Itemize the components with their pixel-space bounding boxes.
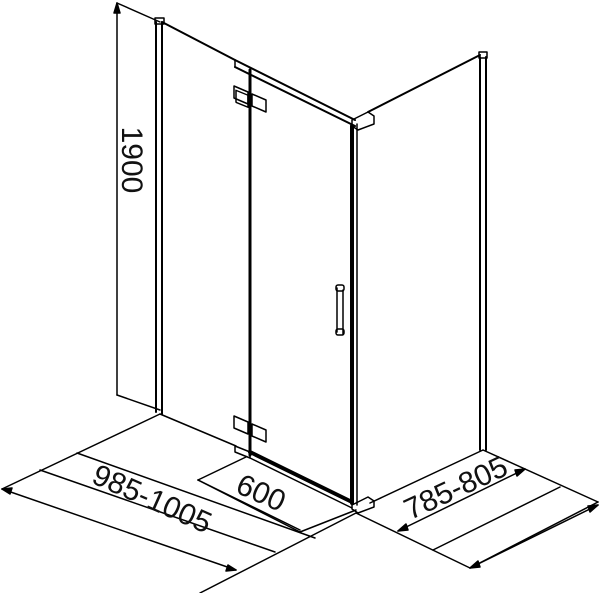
door-right-edge bbox=[350, 123, 358, 506]
door-bottom-rail bbox=[234, 445, 354, 509]
bottom-hinge bbox=[233, 415, 267, 443]
height-dimension bbox=[113, 2, 161, 411]
height-label: 1900 bbox=[115, 127, 148, 194]
side-depth-label: 785-805 bbox=[399, 450, 513, 526]
top-hinge bbox=[233, 85, 267, 113]
front-width-dimension bbox=[1, 452, 316, 572]
corner-bracket-bottom bbox=[351, 496, 375, 514]
door-width-dimension bbox=[197, 479, 301, 531]
floor-outline bbox=[1, 413, 599, 593]
side-depth-dimension bbox=[397, 468, 599, 569]
left-wall-profile bbox=[154, 17, 165, 415]
front-top-edge bbox=[161, 21, 356, 127]
door-handle bbox=[335, 284, 345, 336]
corner-bracket-top bbox=[351, 111, 375, 131]
front-width-label: 985-1005 bbox=[87, 458, 216, 540]
right-wall-profile bbox=[478, 51, 488, 451]
side-panel-top-edge bbox=[367, 54, 481, 113]
